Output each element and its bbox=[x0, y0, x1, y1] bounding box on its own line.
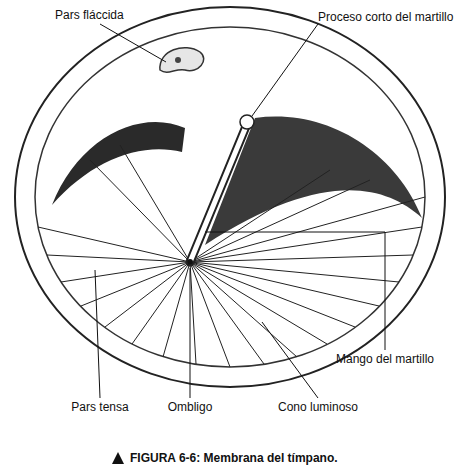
part-label: Mango del martillo bbox=[336, 352, 434, 366]
part-label: Proceso corto del martillo bbox=[318, 10, 453, 24]
part-label: Pars fláccida bbox=[55, 8, 124, 22]
caption-triangle bbox=[112, 452, 124, 464]
part-label: Ombligo bbox=[168, 400, 213, 414]
part-label: Pars tensa bbox=[71, 400, 128, 414]
part-label: Cono luminoso bbox=[278, 400, 358, 414]
figure-caption: FIGURA 6-6: Membrana del tímpano. bbox=[130, 451, 338, 465]
